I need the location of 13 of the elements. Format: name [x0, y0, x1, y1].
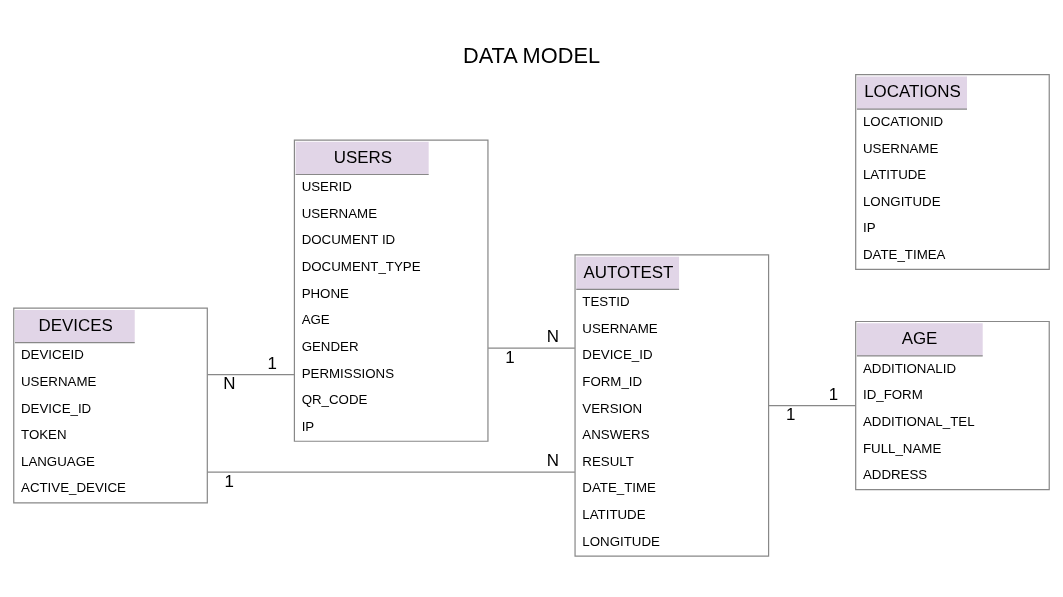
label: 1 — [505, 347, 515, 367]
label: 1 — [267, 353, 277, 373]
label: N — [546, 327, 560, 347]
connector — [206, 471, 576, 473]
label: 1 — [786, 405, 796, 425]
label: 1 — [828, 384, 839, 404]
diagram-title: DATA MODEL — [462, 43, 601, 69]
label: N — [223, 374, 236, 394]
connector — [206, 374, 295, 376]
label: N — [546, 451, 560, 471]
connector — [768, 404, 857, 407]
label: 1 — [224, 471, 234, 491]
connector — [487, 347, 576, 349]
